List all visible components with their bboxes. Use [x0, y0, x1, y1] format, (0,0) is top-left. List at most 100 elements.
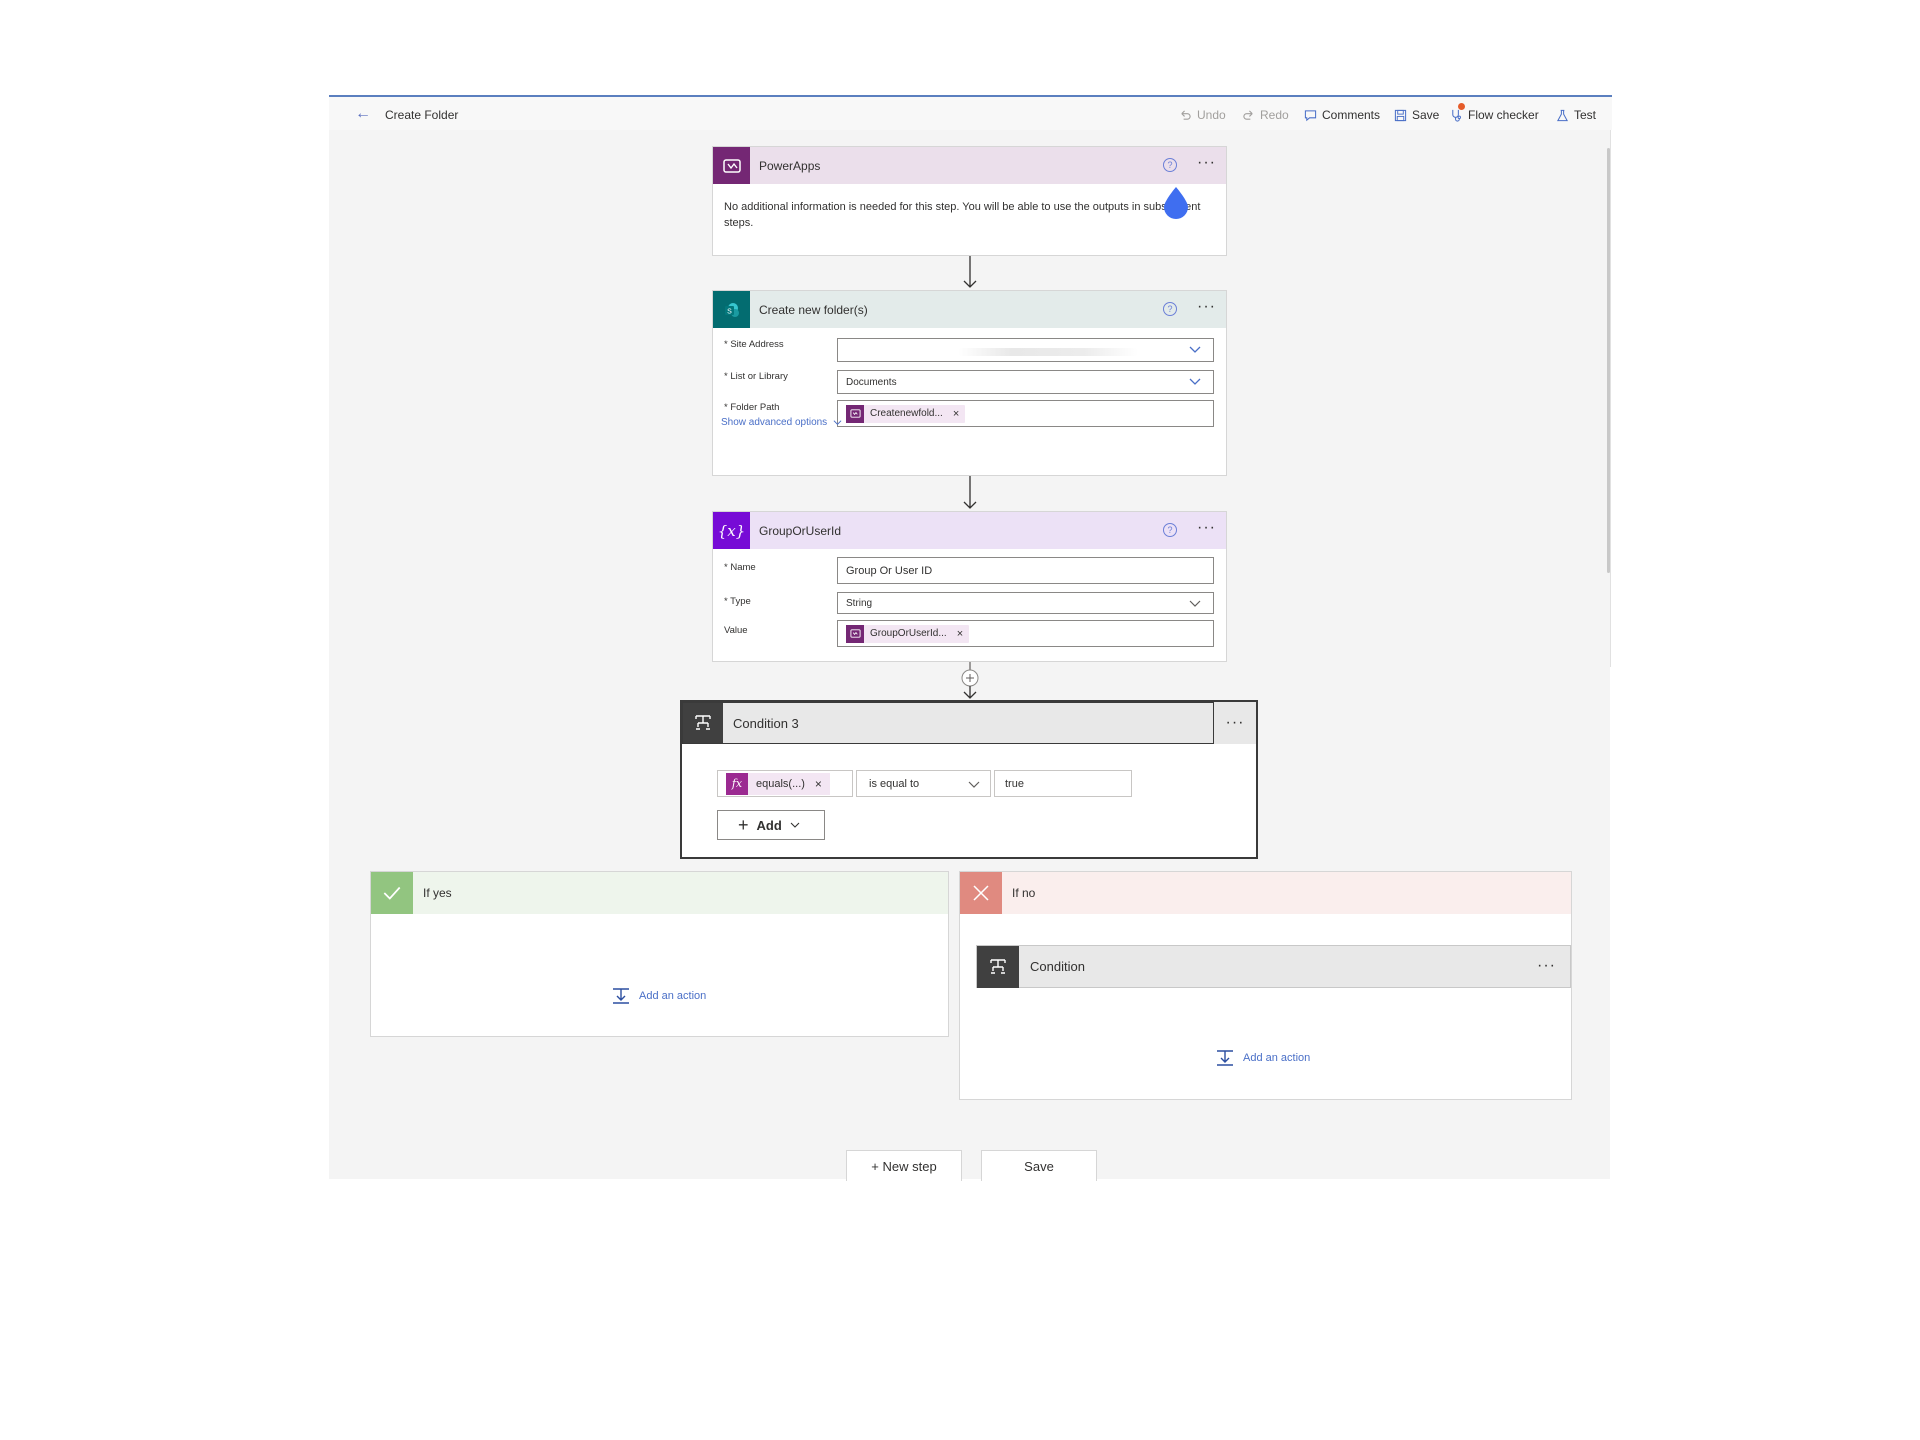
command-bar: ← Create Folder Undo Redo Comments Save …	[329, 95, 1612, 130]
redo-button[interactable]: Redo	[1242, 107, 1289, 123]
add-action-label: Add an action	[1243, 1052, 1311, 1064]
remove-token-icon[interactable]: ×	[952, 407, 960, 420]
powerapps-card-header[interactable]: PowerApps ? ···	[713, 147, 1226, 184]
condition-title: Condition 3	[733, 715, 799, 731]
condition-right-operand[interactable]: true	[994, 770, 1132, 797]
variable-type-value: String	[846, 597, 873, 609]
test-button[interactable]: Test	[1556, 107, 1596, 123]
list-library-dropdown[interactable]: Documents	[837, 370, 1214, 394]
redo-label: Redo	[1260, 108, 1289, 122]
sharepoint-icon: S	[713, 291, 750, 328]
more-options-icon[interactable]: ···	[1197, 519, 1216, 536]
drag-cursor-icon	[1164, 187, 1188, 219]
dynamic-content-token[interactable]: GroupOrUserId... ×	[846, 624, 970, 643]
flow-checker-button[interactable]: Flow checker	[1450, 102, 1539, 123]
nested-condition-card[interactable]: Condition ···	[976, 945, 1571, 988]
chevron-down-icon	[790, 822, 800, 828]
variable-type-row: * Type	[713, 596, 1226, 620]
condition-operator-dropdown[interactable]: is equal to	[856, 770, 991, 797]
variable-title: GroupOrUserId	[759, 523, 842, 538]
save-icon	[1394, 109, 1407, 121]
more-options-icon[interactable]: ···	[1197, 154, 1216, 171]
connector-arrow	[963, 256, 977, 288]
if-yes-branch: If yes Add an action	[370, 871, 949, 1037]
show-advanced-label: Show advanced options	[721, 417, 828, 428]
nested-condition-title: Condition	[1030, 959, 1085, 974]
flow-checker-label: Flow checker	[1468, 108, 1539, 122]
add-action-icon	[613, 988, 629, 1004]
variable-type-dropdown[interactable]: String	[837, 592, 1214, 614]
comments-label: Comments	[1322, 108, 1381, 122]
redo-icon	[1243, 109, 1253, 120]
chevron-down-icon	[1189, 600, 1201, 607]
if-no-header[interactable]: If no	[960, 872, 1571, 914]
add-action-label: Add an action	[639, 990, 707, 1002]
if-no-title: If no	[1012, 886, 1036, 900]
powerapps-title: PowerApps	[759, 158, 821, 173]
variable-value-input[interactable]: GroupOrUserId... ×	[837, 620, 1214, 647]
powerapps-icon	[846, 404, 864, 423]
insert-step-connector[interactable]	[958, 662, 982, 700]
add-an-action-button[interactable]: Add an action	[1215, 1048, 1310, 1068]
if-yes-title: If yes	[423, 886, 452, 900]
show-advanced-options-link[interactable]: Show advanced options	[721, 417, 842, 428]
svg-text:S: S	[727, 308, 732, 315]
close-icon	[960, 872, 1002, 914]
comments-button[interactable]: Comments	[1304, 107, 1380, 123]
variable-name-input[interactable]: Group Or User ID	[837, 557, 1214, 584]
powerapps-trigger-card[interactable]: PowerApps ? ··· No additional informatio…	[712, 146, 1227, 256]
connector-arrow	[963, 476, 977, 509]
variable-card-header[interactable]: {x} GroupOrUserId ? ···	[713, 512, 1226, 549]
chevron-down-icon	[833, 420, 842, 426]
create-folder-card[interactable]: S Create new folder(s) ? ··· * Site Addr…	[712, 290, 1227, 476]
canvas-scrollbar[interactable]	[1607, 148, 1610, 573]
back-arrow-icon[interactable]: ←	[355, 105, 371, 122]
help-icon[interactable]: ?	[1163, 523, 1177, 537]
new-step-button[interactable]: + New step	[846, 1150, 962, 1181]
save-command-label: Save	[1412, 108, 1440, 122]
remove-token-icon[interactable]: ×	[956, 627, 964, 640]
create-folder-card-header[interactable]: S Create new folder(s) ? ···	[713, 291, 1226, 328]
if-yes-header[interactable]: If yes	[371, 872, 948, 914]
more-options-icon[interactable]: ···	[1537, 957, 1556, 974]
chevron-down-icon	[1189, 378, 1201, 385]
help-icon[interactable]: ?	[1163, 302, 1177, 316]
more-options-icon[interactable]: ···	[1197, 298, 1216, 315]
add-condition-button[interactable]: + Add	[717, 810, 825, 840]
token-label: GroupOrUserId...	[870, 628, 947, 639]
flask-icon	[1556, 109, 1569, 121]
variable-name-label: * Name	[724, 562, 756, 573]
undo-label: Undo	[1197, 108, 1226, 122]
powerapps-icon	[846, 624, 864, 643]
condition-card-header[interactable]: Condition 3	[682, 702, 1214, 744]
save-label: Save	[1024, 1158, 1054, 1174]
test-label: Test	[1574, 108, 1597, 122]
save-button[interactable]: Save	[981, 1150, 1097, 1181]
site-address-dropdown[interactable]	[837, 338, 1214, 362]
variable-icon: {x}	[713, 512, 750, 549]
condition-icon	[977, 945, 1019, 988]
function-icon: fx	[726, 772, 748, 795]
create-folder-title: Create new folder(s)	[759, 302, 868, 317]
help-icon[interactable]: ?	[1163, 158, 1177, 172]
remove-token-icon[interactable]: ×	[814, 776, 822, 791]
save-command-button[interactable]: Save	[1394, 107, 1439, 123]
stethoscope-icon	[1450, 102, 1465, 122]
condition-card[interactable]: Condition 3 ··· fx equals(...) × is equa…	[680, 700, 1258, 859]
expression-token[interactable]: fx equals(...) ×	[726, 772, 830, 795]
folder-path-input[interactable]: Createnewfold... ×	[837, 400, 1214, 427]
token-label: Createnewfold...	[870, 408, 943, 419]
add-action-icon	[1217, 1050, 1233, 1066]
undo-icon	[1181, 109, 1191, 120]
variable-type-label: * Type	[724, 596, 751, 607]
redacted-site-address	[958, 348, 1138, 356]
expression-token-label: equals(...)	[756, 777, 805, 790]
initialize-variable-card[interactable]: {x} GroupOrUserId ? ··· * Name Group Or …	[712, 511, 1227, 662]
list-library-row: * List or Library	[713, 371, 1226, 395]
undo-button[interactable]: Undo	[1179, 107, 1226, 123]
add-an-action-button[interactable]: Add an action	[611, 986, 706, 1006]
condition-left-operand[interactable]: fx equals(...) ×	[717, 770, 853, 797]
dynamic-content-token[interactable]: Createnewfold... ×	[846, 404, 966, 423]
site-address-label: * Site Address	[724, 339, 784, 350]
more-options-icon[interactable]: ···	[1214, 702, 1256, 744]
